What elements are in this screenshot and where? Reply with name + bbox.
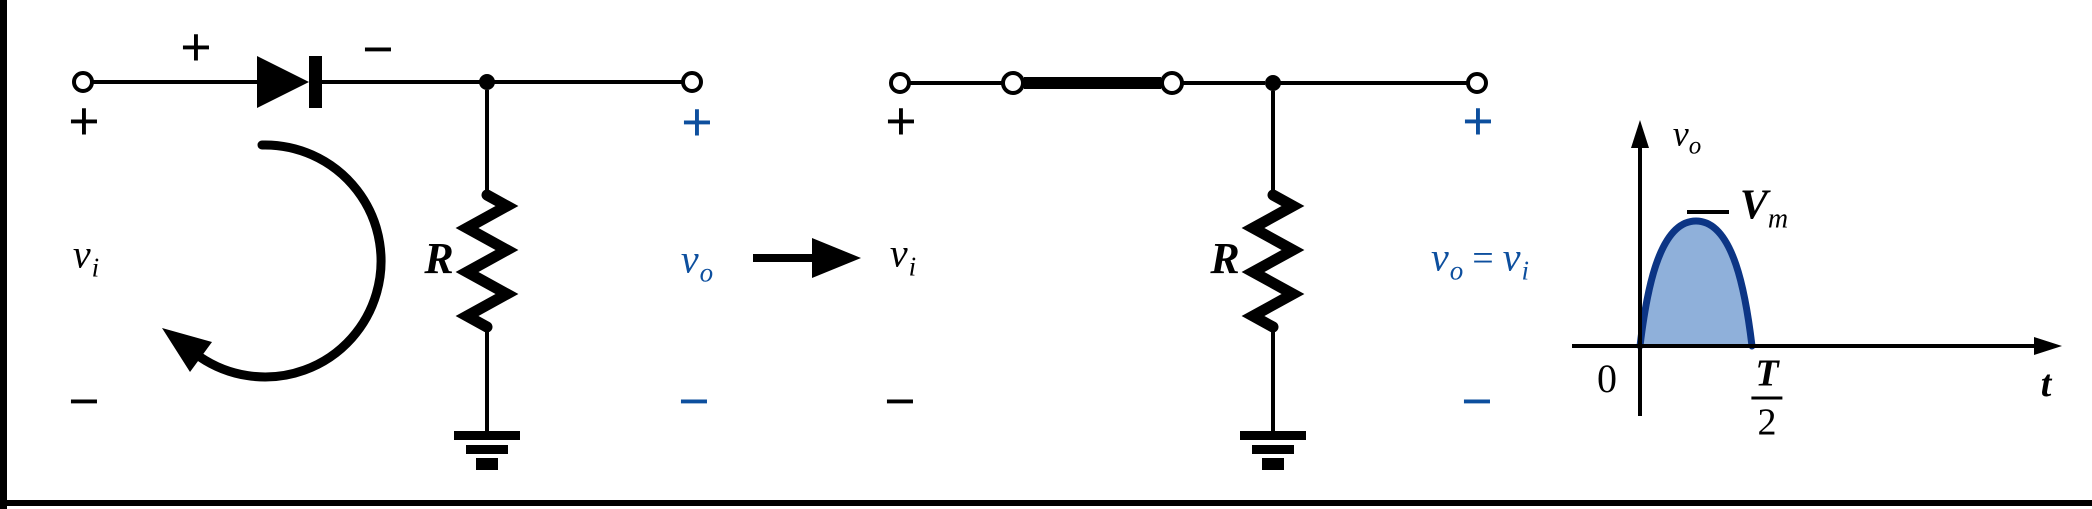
output-voltage-label: vo bbox=[680, 236, 714, 288]
label-sub: o bbox=[699, 257, 714, 288]
input-plus-sign: + bbox=[68, 91, 100, 153]
diode-icon bbox=[257, 56, 309, 108]
output-terminal bbox=[1466, 72, 1488, 94]
equation-lhs-base: v bbox=[1431, 234, 1449, 280]
ground-bar-mid bbox=[466, 445, 508, 454]
transform-arrow-head bbox=[812, 238, 861, 278]
peak-value-label: Vm bbox=[1740, 185, 1788, 234]
resistor-label: R bbox=[1210, 234, 1240, 283]
label-base: V bbox=[1739, 182, 1768, 229]
output-terminal bbox=[681, 71, 703, 93]
right-circuit bbox=[889, 71, 1488, 470]
output-waveform-graph bbox=[1572, 120, 2062, 416]
label-base: v bbox=[889, 230, 908, 276]
resistor-zigzag bbox=[1241, 189, 1305, 333]
y-axis-label: vo bbox=[1673, 116, 1701, 159]
equation-rhs-base: v bbox=[1502, 234, 1521, 280]
fraction-denominator: 2 bbox=[1757, 401, 1777, 444]
half-sine-fill bbox=[1640, 221, 1752, 346]
output-plus-sign: + bbox=[1462, 91, 1494, 153]
ground-bar-bottom bbox=[476, 458, 498, 470]
input-terminal bbox=[889, 72, 911, 94]
label-sub: i bbox=[91, 252, 100, 283]
resistor-zigzag bbox=[455, 189, 519, 333]
ground-bar-top bbox=[454, 431, 520, 440]
output-equation: vo=vi bbox=[1431, 234, 1529, 286]
equation-equals-sign: = bbox=[1472, 237, 1494, 280]
input-minus-sign: − bbox=[68, 371, 100, 433]
ground-bar-bottom bbox=[1262, 458, 1284, 470]
output-minus-sign: − bbox=[678, 371, 710, 433]
diode-anode-plus-sign: + bbox=[180, 17, 212, 79]
resistor-label: R bbox=[424, 234, 454, 283]
diode-cathode-minus-sign: − bbox=[362, 19, 394, 81]
input-terminal bbox=[72, 71, 94, 93]
input-plus-sign: + bbox=[885, 91, 917, 153]
output-minus-sign: − bbox=[1461, 371, 1493, 433]
equation-lhs-sub: o bbox=[1449, 255, 1464, 286]
label-base: v bbox=[1672, 113, 1689, 154]
input-minus-sign: − bbox=[884, 371, 916, 433]
ground-symbol bbox=[1240, 431, 1306, 470]
input-voltage-label: vi bbox=[889, 230, 917, 282]
transform-arrow bbox=[753, 238, 861, 278]
label-sub: m bbox=[1767, 203, 1789, 235]
label-sub: o bbox=[1688, 132, 1702, 160]
short-circuit-node-right bbox=[1160, 71, 1184, 95]
equation-rhs-sub: i bbox=[1521, 255, 1529, 286]
fraction-numerator: T bbox=[1751, 355, 1783, 400]
y-axis-arrow-head bbox=[1631, 120, 1649, 148]
ground-symbol bbox=[454, 431, 520, 470]
half-sine-curve bbox=[1636, 217, 1756, 350]
label-base: v bbox=[680, 236, 699, 282]
diode-cathode-bar bbox=[309, 56, 322, 108]
x-axis-arrow-head bbox=[2034, 337, 2062, 355]
x-axis-label: t bbox=[2040, 363, 2052, 405]
output-plus-sign: + bbox=[681, 92, 713, 154]
short-circuit-node-left bbox=[1001, 71, 1025, 95]
loop-current-arrow-arc bbox=[195, 140, 386, 382]
loop-current-arrow-head bbox=[162, 328, 212, 372]
label-base: v bbox=[72, 231, 91, 277]
label-sub: i bbox=[908, 251, 917, 282]
ground-bar-mid bbox=[1252, 445, 1294, 454]
input-voltage-label: vi bbox=[72, 231, 100, 283]
ground-bar-top bbox=[1240, 431, 1306, 440]
figure-border-bottom bbox=[0, 500, 2092, 506]
origin-label: 0 bbox=[1597, 356, 1617, 401]
figure-border-left bbox=[0, 0, 7, 509]
left-circuit bbox=[72, 56, 703, 470]
